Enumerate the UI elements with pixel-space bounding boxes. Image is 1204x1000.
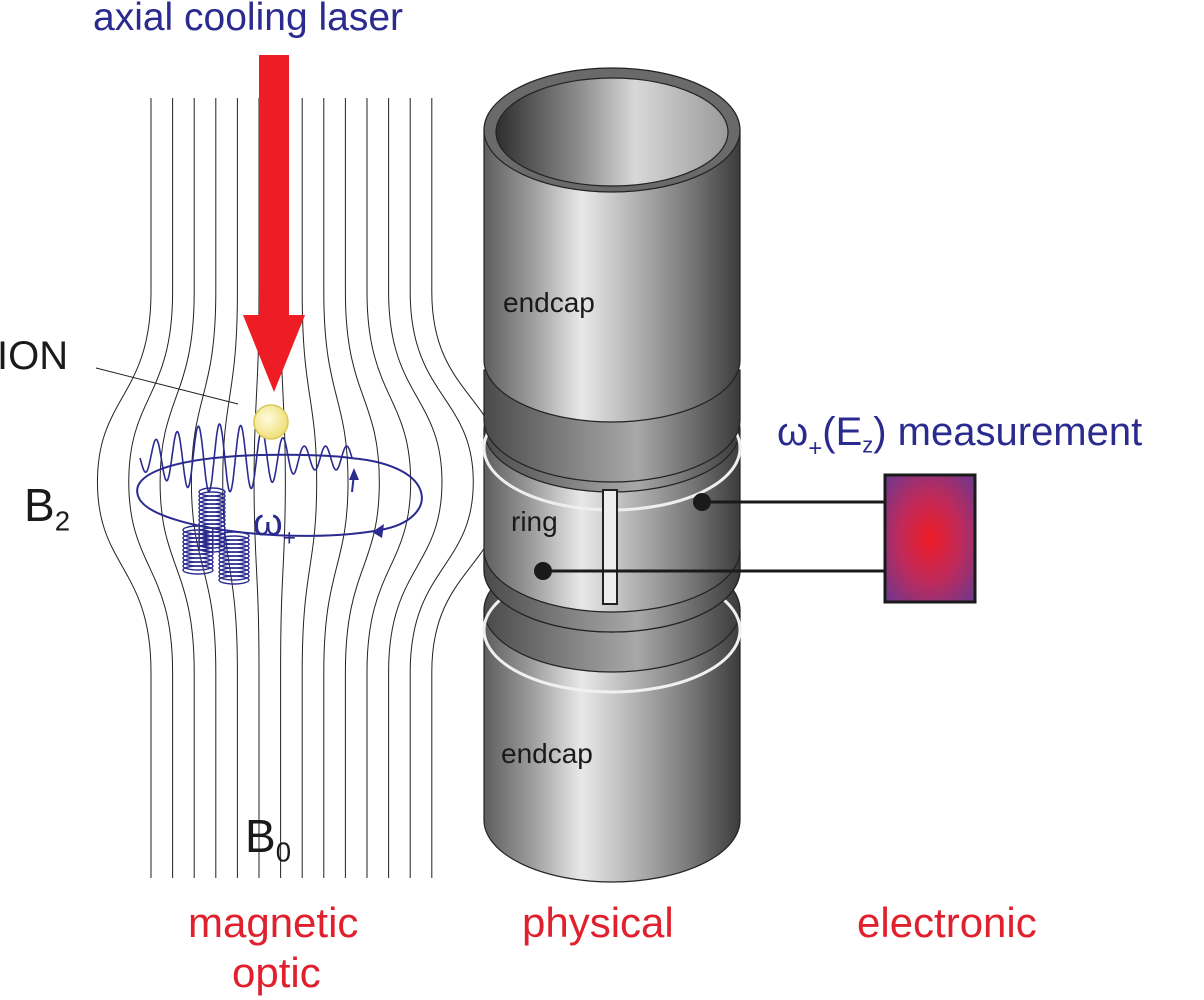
measurement-z: z — [862, 432, 874, 458]
measurement-rest: ) measurement — [873, 410, 1143, 454]
endcap-bottom-label: endcap — [501, 738, 593, 769]
b0-main: B — [245, 810, 276, 862]
b0-label: B0 — [245, 813, 291, 866]
omega-plus-label: ω+ — [253, 504, 296, 549]
contact-lower — [534, 562, 552, 580]
caption-optic: optic — [232, 949, 321, 996]
coil-turn — [218, 571, 250, 581]
ring-label: ring — [511, 506, 558, 537]
laser-arrow-shaft — [259, 55, 289, 317]
b2-main: B — [24, 479, 55, 531]
contact-upper — [693, 493, 711, 511]
magnetic-field-lines — [96, 98, 506, 878]
trap-electrodes — [482, 67, 742, 883]
laser-label: axial cooling laser — [93, 0, 404, 39]
field-line — [301, 98, 318, 878]
coil-turn — [182, 561, 214, 571]
magnetron-coils — [182, 487, 250, 585]
top-endcap-body — [483, 129, 741, 423]
field-line — [409, 98, 474, 878]
b2-subscript: 2 — [54, 505, 71, 537]
measurement-plus: + — [808, 434, 823, 462]
ion-particle — [253, 404, 289, 440]
measurement-electronics-box — [883, 473, 977, 604]
measurement-open: (E — [822, 410, 863, 454]
coil-turn — [182, 565, 214, 575]
bottom-endcap-body — [483, 609, 741, 883]
orbit-arrow-lower — [372, 524, 384, 538]
b0-subscript: 0 — [275, 836, 292, 868]
field-line — [159, 98, 195, 878]
top-endcap-opening — [495, 77, 729, 187]
axial-oscillation-wave — [139, 422, 353, 493]
measurement-label: ω+(Ez) measurement — [777, 412, 1142, 461]
field-line — [366, 98, 412, 878]
field-line — [128, 98, 174, 878]
measurement-omega: ω — [777, 410, 809, 454]
caption-electronic: electronic — [857, 899, 1037, 946]
laser-arrow-head — [243, 315, 305, 392]
field-line — [344, 98, 380, 878]
caption-magnetic: magnetic — [188, 899, 359, 946]
b2-label: B2 — [24, 482, 70, 535]
ring-slit — [602, 489, 618, 605]
caption-physical: physical — [522, 899, 674, 946]
endcap-top-label: endcap — [503, 287, 595, 318]
field-line — [190, 98, 217, 878]
field-line — [96, 98, 152, 878]
field-line — [388, 98, 443, 878]
coil-turn — [218, 575, 250, 585]
field-line — [253, 98, 260, 878]
field-line — [323, 98, 349, 878]
orbit-arrow-upper — [349, 468, 359, 480]
field-line — [222, 98, 238, 878]
ion-pointer-line — [95, 367, 239, 405]
omega-subscript: + — [282, 524, 296, 551]
ion-label: ION — [0, 334, 69, 378]
omega-symbol: ω — [253, 502, 283, 544]
